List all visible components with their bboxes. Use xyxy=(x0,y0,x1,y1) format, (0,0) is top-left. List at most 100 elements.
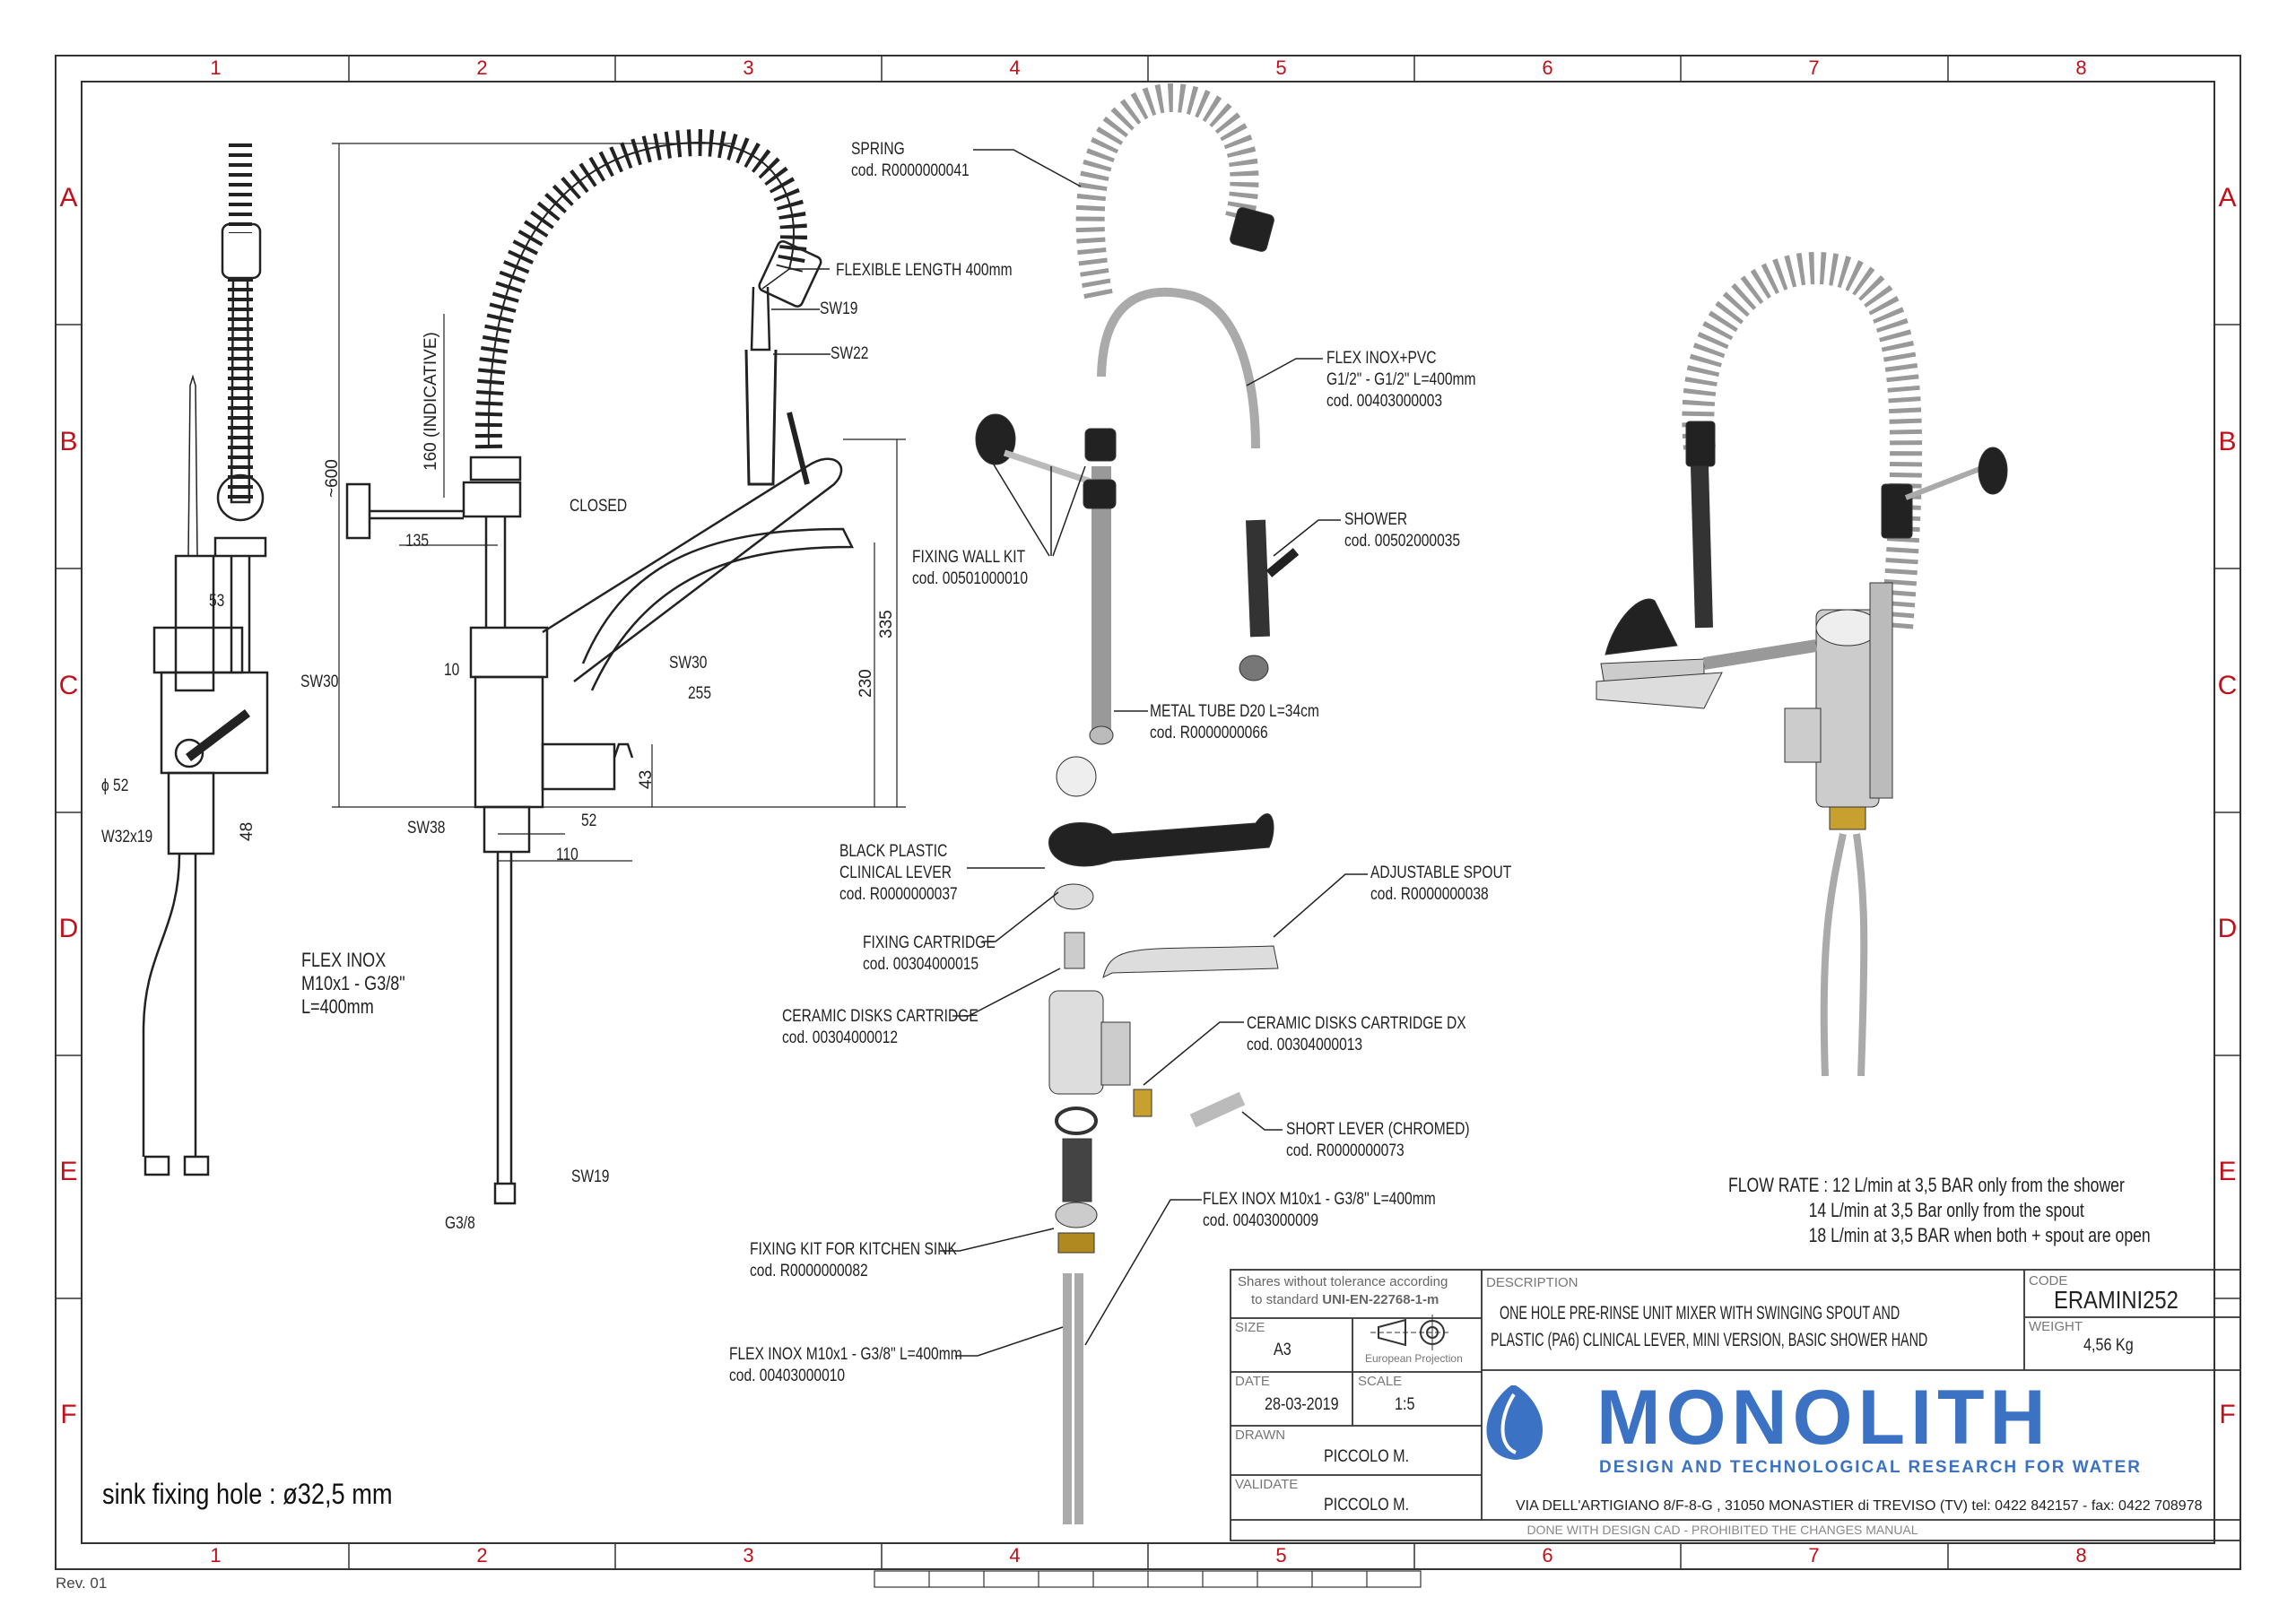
row-label: E xyxy=(59,1157,78,1186)
dimension-53: 53 xyxy=(209,592,225,611)
dimension-w32x19: W32x19 xyxy=(101,828,153,846)
sw30-center-label: SW30 xyxy=(669,654,708,673)
tolerance-standard: UNI-EN-22768-1-m xyxy=(1322,1292,1439,1307)
dimension-lines xyxy=(332,143,906,862)
scale-value: 1:5 xyxy=(1395,1395,1415,1414)
part-name: FIXING CARTRIDGE xyxy=(863,933,996,952)
part-spec: G1/2" - G1/2" L=400mm xyxy=(1326,370,1476,389)
part-code: cod. 00403000010 xyxy=(729,1367,846,1385)
dimension-335: 335 xyxy=(877,610,896,638)
leader-lines xyxy=(761,149,1368,1357)
column-label: 3 xyxy=(743,1544,754,1567)
row-label: D xyxy=(58,914,79,943)
dimension-diameter-52: ϕ 52 xyxy=(101,777,129,795)
part-callout-flex-inox-009: FLEX INOX M10x1 - G3/8" L=400mm cod. 0040… xyxy=(1203,1189,1436,1232)
brand-tagline: DESIGN AND TECHNOLOGICAL RESEARCH FOR WA… xyxy=(1599,1458,2142,1477)
part-callout-fixing-kit-sink: FIXING KIT FOR KITCHEN SINK cod. R0000000… xyxy=(750,1239,957,1282)
flow-rate-note: FLOW RATE : 12 L/min at 3,5 BAR only fro… xyxy=(1728,1173,2151,1248)
column-label: 7 xyxy=(1808,56,1820,79)
company-address: VIA DELL'ARTIGIANO 8/F-8-G , 31050 MONAS… xyxy=(1516,1498,2203,1514)
flow-rate-label: FLOW RATE : xyxy=(1728,1174,1829,1196)
sw19-top-label: SW19 xyxy=(820,299,858,318)
part-code: cod. R0000000082 xyxy=(750,1262,868,1280)
flex-inox-label: FLEX INOX M10x1 - G3/8" L=400mm xyxy=(301,949,405,1019)
tolerance-prefix: to standard xyxy=(1251,1292,1319,1307)
european-projection-icon xyxy=(1370,1315,1449,1350)
weight-value: 4,56 Kg xyxy=(2083,1336,2134,1355)
description-line: ONE HOLE PRE-RINSE UNIT MIXER WITH SWING… xyxy=(1500,1303,1900,1324)
monolith-drop-logo-icon xyxy=(1486,1385,1543,1460)
front-view-drawing xyxy=(332,129,906,1205)
flexible-length-label: FLEXIBLE LENGTH 400mm xyxy=(836,261,1013,280)
date-value: 28-03-2019 xyxy=(1265,1395,1339,1414)
dimension-230: 230 xyxy=(857,669,875,698)
part-name: CLINICAL LEVER xyxy=(839,864,952,882)
flow-rate-line: 18 L/min at 3,5 BAR when both + spout ar… xyxy=(1808,1224,2151,1246)
column-label: 5 xyxy=(1275,56,1287,79)
size-value: A3 xyxy=(1274,1341,1292,1359)
description-label: DESCRIPTION xyxy=(1486,1275,1578,1290)
column-label: 6 xyxy=(1542,56,1553,79)
part-code: cod. R0000000038 xyxy=(1370,885,1489,904)
part-code: cod. R0000000041 xyxy=(851,161,970,180)
title-block-lines xyxy=(1230,1269,2241,1541)
column-label: 2 xyxy=(476,56,488,79)
row-label: D xyxy=(2217,914,2238,943)
drawing-frame xyxy=(55,55,2241,1588)
flow-rate-line: 12 L/min at 3,5 BAR only from the shower xyxy=(1832,1174,2125,1196)
part-code: cod. 00403000003 xyxy=(1326,392,1443,411)
validate-value: PICCOLO M. xyxy=(1324,1496,1410,1515)
sw38-label: SW38 xyxy=(407,819,446,838)
part-name: FLEX INOX+PVC xyxy=(1326,349,1437,368)
weight-label: WEIGHT xyxy=(2029,1319,2083,1334)
part-code: cod. R0000000073 xyxy=(1286,1141,1405,1160)
g38-label: G3/8 xyxy=(445,1214,475,1233)
code-label: CODE xyxy=(2029,1273,2068,1289)
column-label: 4 xyxy=(1009,56,1021,79)
column-label: 3 xyxy=(743,56,754,79)
column-label: 6 xyxy=(1542,1544,1553,1567)
revision-label: Rev. 01 xyxy=(56,1575,108,1592)
dimension-110: 110 xyxy=(556,846,578,864)
column-label: 1 xyxy=(210,56,222,79)
description-line: PLASTIC (PA6) CLINICAL LEVER, MINI VERSI… xyxy=(1491,1330,1928,1350)
column-label: 8 xyxy=(2075,1544,2087,1567)
flow-rate-line: 14 L/min at 3,5 Bar onlly from the spout xyxy=(1808,1199,2084,1221)
scale-label: SCALE xyxy=(1358,1374,1403,1389)
column-label: 1 xyxy=(210,1544,222,1567)
part-name: SHORT LEVER (CHROMED) xyxy=(1286,1120,1470,1139)
drawn-value: PICCOLO M. xyxy=(1324,1447,1410,1466)
flex-inox-line: L=400mm xyxy=(301,995,374,1018)
part-code: cod. 00304000015 xyxy=(863,955,979,974)
part-callout-flex-inox-pvc: FLEX INOX+PVC G1/2" - G1/2" L=400mm cod. 0… xyxy=(1326,348,1476,412)
part-name: FIXING KIT FOR KITCHEN SINK xyxy=(750,1240,957,1259)
row-label: B xyxy=(2218,427,2237,456)
part-name: FLEX INOX M10x1 - G3/8" L=400mm xyxy=(1203,1190,1436,1209)
row-label: B xyxy=(59,427,78,456)
dimension-52: 52 xyxy=(581,812,597,830)
part-code: cod. 00403000009 xyxy=(1203,1211,1319,1230)
column-label: 8 xyxy=(2075,56,2087,79)
isometric-view-drawing xyxy=(1596,252,2008,1077)
dimension-43: 43 xyxy=(637,769,656,789)
row-label: C xyxy=(2217,671,2238,700)
dimension-indicative: 160 (INDICATIVE) xyxy=(422,332,440,471)
code-value: ERAMINI252 xyxy=(2054,1286,2179,1314)
dimension-10: 10 xyxy=(444,661,460,680)
column-label: 4 xyxy=(1009,1544,1021,1567)
column-label: 2 xyxy=(476,1544,488,1567)
part-callout-fixing-cartridge: FIXING CARTRIDGE cod. 00304000015 xyxy=(863,933,996,976)
part-code: cod. 00304000013 xyxy=(1247,1036,1363,1055)
projection-label: European Projection xyxy=(1365,1352,1463,1365)
closed-label: CLOSED xyxy=(570,497,628,516)
dimension-height: ~600 xyxy=(323,459,342,498)
dimension-135: 135 xyxy=(405,532,429,551)
dimension-255: 255 xyxy=(688,684,711,703)
part-name: METAL TUBE D20 L=34cm xyxy=(1150,702,1319,721)
